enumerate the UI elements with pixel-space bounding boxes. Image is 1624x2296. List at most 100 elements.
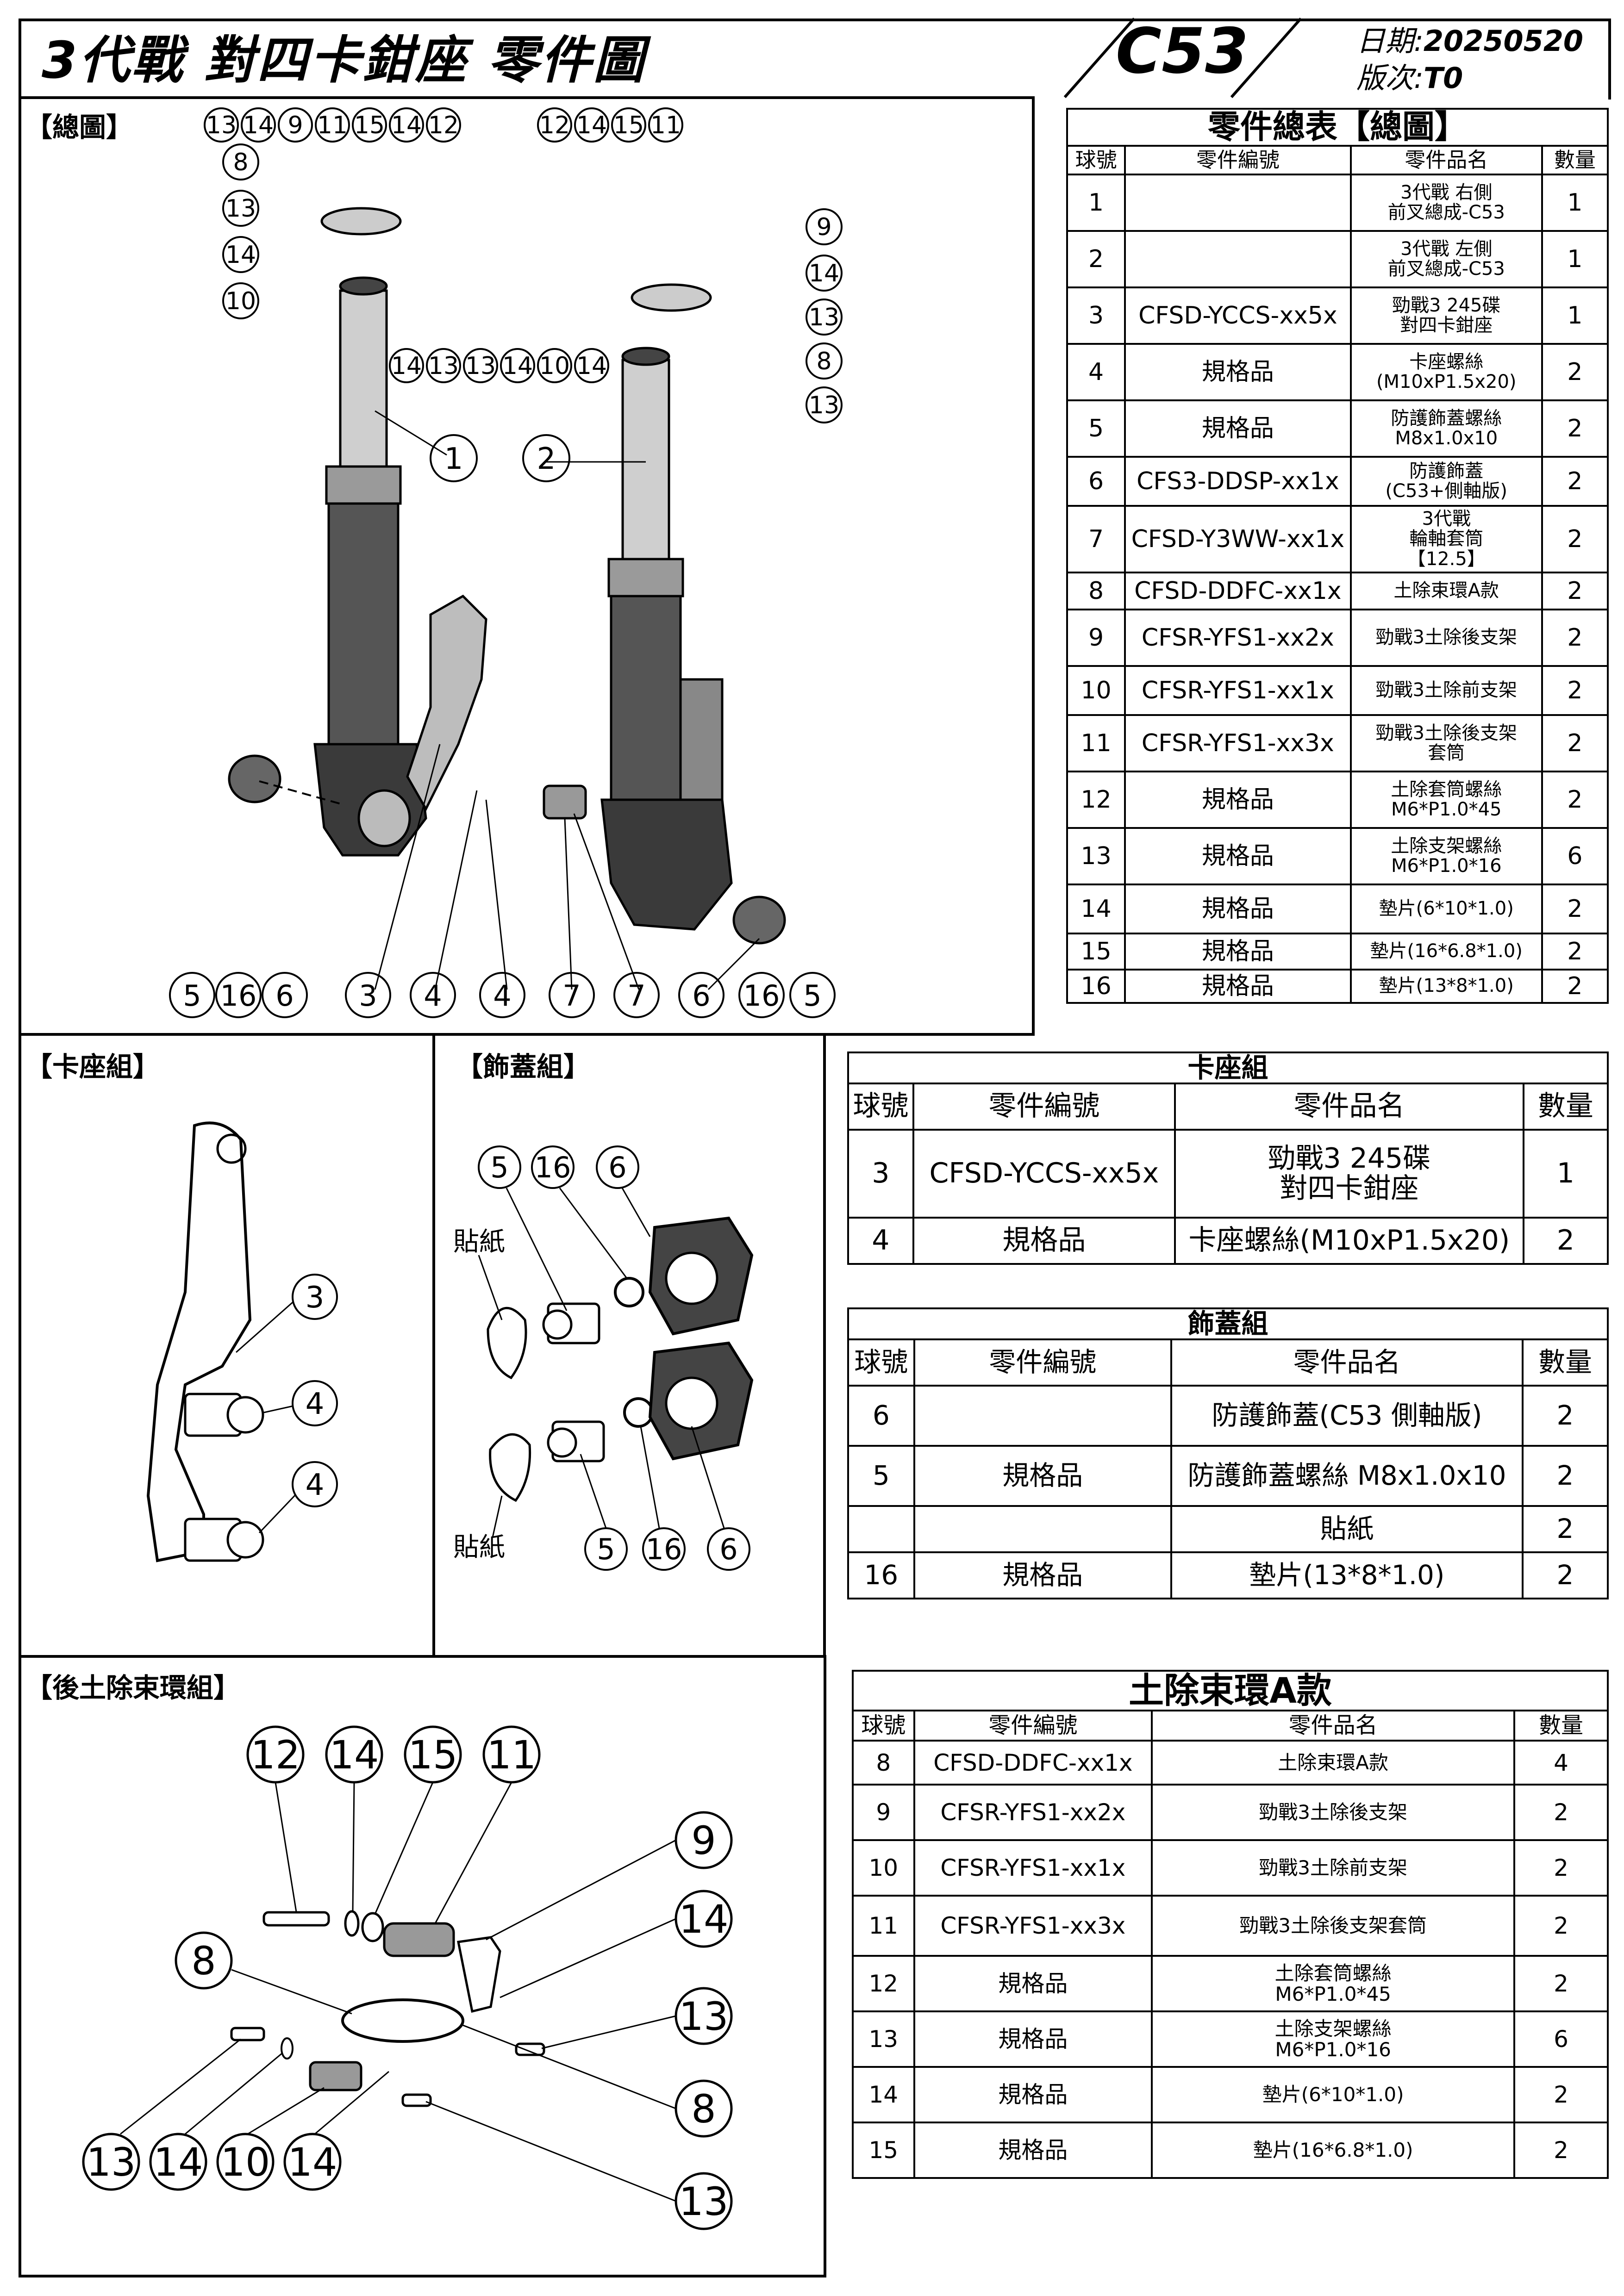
balloon-11: 11: [650, 112, 681, 139]
cell-part-no: CFSD-DDFC-xx1x: [1124, 572, 1352, 610]
balloon-5: 5: [490, 1151, 508, 1184]
col-header-qty: 數量: [1541, 145, 1609, 175]
mud-table-caption: 土除束環A款: [852, 1669, 1609, 1712]
balloon-16: 16: [220, 979, 257, 1013]
cell-part-name: 土除支架螺絲 M6*P1.0*16: [1151, 2010, 1516, 2068]
date-value: 20250520: [1423, 24, 1584, 58]
cell-ball-no: 8: [1066, 572, 1126, 610]
balloon-14: 14: [154, 2140, 203, 2185]
cell-part-no: CFSR-YFS1-xx2x: [1124, 609, 1352, 667]
balloon-16: 16: [646, 1532, 682, 1566]
balloon-13: 13: [679, 2179, 729, 2224]
balloon-13: 13: [428, 352, 459, 380]
master-table-caption: 零件總表【總圖】: [1066, 108, 1609, 147]
date-label: 日期:: [1356, 24, 1424, 58]
cell-part-name: 勁戰3土除後支架套筒: [1151, 1895, 1516, 1957]
balloon-11: 11: [487, 1732, 537, 1778]
cell-part-no: 規格品: [913, 1551, 1172, 1599]
cell-ball-no: 12: [852, 1955, 915, 2013]
cell-qty: 2: [1541, 505, 1609, 573]
cell-qty: 6: [1513, 2010, 1609, 2068]
cell-part-no: CFSR-YFS1-xx3x: [1124, 714, 1352, 772]
balloon-11: 11: [317, 112, 348, 139]
cell-qty: 2: [1541, 343, 1609, 401]
balloon-13: 13: [465, 352, 496, 380]
cell-ball-no: 3: [847, 1128, 914, 1219]
balloon-14: 14: [225, 241, 256, 269]
sleeve-bolt: [262, 1911, 330, 1927]
balloon-8: 8: [191, 1938, 216, 1984]
balloon-5: 5: [183, 979, 201, 1013]
rear-mud-section-label: 【後土除束環組】: [25, 1672, 241, 1704]
washer-15: [361, 1912, 384, 1942]
version-label: 版次:: [1356, 61, 1424, 95]
cell-ball-no: 6: [847, 1384, 915, 1447]
cell-ball-no: 12: [1066, 771, 1126, 829]
cell-part-name: 勁戰3土除前支架: [1349, 665, 1543, 716]
model-code: C53: [1116, 15, 1249, 87]
cell-qty: 2: [1541, 771, 1609, 829]
cell-part-name: 3代戰 左側 前叉總成-C53: [1349, 230, 1543, 288]
balloon-3: 3: [306, 1281, 325, 1315]
cell-qty: 2: [1541, 933, 1609, 971]
cell-ball-no: 4: [847, 1216, 914, 1265]
balloon-13: 13: [225, 195, 256, 223]
balloon-13: 13: [809, 392, 839, 419]
cell-part-no: 規格品: [1124, 343, 1352, 401]
cell-part-no: 規格品: [913, 1955, 1153, 2013]
cell-part-name: 土除束環A款: [1151, 1740, 1516, 1786]
cell-ball-no: 10: [852, 1839, 915, 1897]
cell-ball-no: 9: [852, 1784, 915, 1842]
cover-table-caption: 飾蓋組: [847, 1307, 1609, 1340]
cell-part-no: 規格品: [1124, 969, 1352, 1004]
balloon-8: 8: [691, 2086, 716, 2132]
overview-balloons-right: 9 14 13 8 13: [801, 206, 847, 439]
right-fork-illustration: [313, 276, 427, 857]
balloon-7: 7: [562, 979, 581, 1013]
cell-part-name: 勁戰3土除後支架: [1151, 1784, 1516, 1842]
balloon-12: 12: [539, 112, 570, 139]
cell-part-name: 土除套筒螺絲 M6*P1.0*45: [1151, 1955, 1516, 2013]
cell-qty: 2: [1541, 572, 1609, 610]
balloon-16: 16: [743, 979, 780, 1013]
cell-part-name: 防護飾蓋螺絲 M8x1.0x10: [1170, 1444, 1524, 1507]
cell-part-no: [913, 1505, 1172, 1553]
cell-qty: 4: [1513, 1740, 1609, 1786]
cell-qty: 1: [1541, 286, 1609, 345]
header-frame: [19, 19, 1611, 100]
cell-ball-no: 1: [1066, 174, 1126, 232]
left-fork-illustration: [600, 347, 733, 931]
cell-part-name: 土除支架螺絲 M6*P1.0*16: [1349, 827, 1543, 885]
cell-part-name: 墊片(16*6.8*1.0): [1349, 933, 1543, 971]
balloon-5: 5: [803, 979, 821, 1013]
washer-lower: [623, 1397, 654, 1428]
date-line: 日期:20250520: [1356, 18, 1583, 59]
cell-part-no: CFS3-DDSP-xx1x: [1124, 456, 1352, 507]
balloon-5: 5: [597, 1532, 615, 1566]
balloon-13: 13: [87, 2140, 136, 2185]
mud-clamp-right-illustration: [320, 207, 402, 236]
cell-part-no: [913, 1384, 1172, 1447]
cover-drawing: 5 16 6 5 16 6 貼紙 貼紙: [453, 1145, 754, 1571]
balloon-10: 10: [539, 352, 570, 380]
caliper-drawing: 3 4 4: [146, 1121, 338, 1562]
cell-part-name: 3代戰 輪軸套筒 【12.5】: [1349, 505, 1543, 573]
cell-qty: 2: [1522, 1505, 1609, 1553]
cell-ball-no: 4: [1066, 343, 1126, 401]
washer-upper: [614, 1277, 644, 1307]
cell-part-name: 墊片(13*8*1.0): [1170, 1551, 1524, 1599]
balloon-14: 14: [809, 260, 839, 287]
cell-part-name: 卡座螺絲(M10xP1.5x20): [1174, 1216, 1524, 1265]
